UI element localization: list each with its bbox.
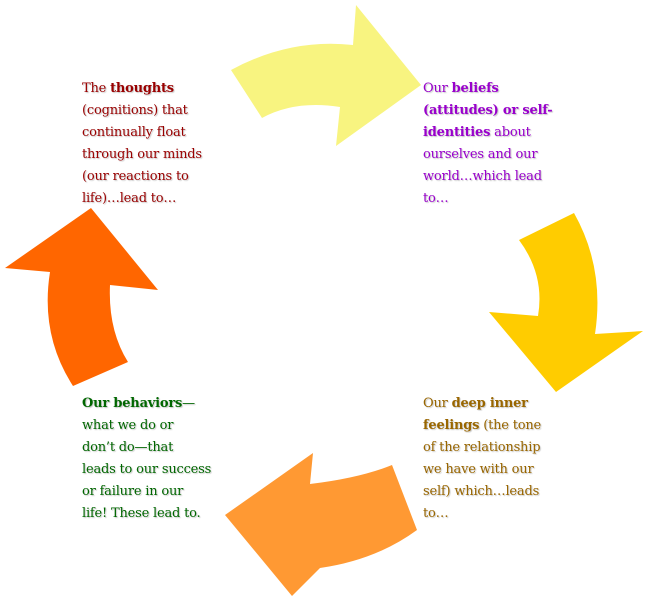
beliefs-text: ourselves and our [423, 147, 538, 162]
thoughts-line: life)…lead to… [82, 188, 202, 210]
thoughts-text: life)…lead to… [82, 191, 177, 206]
beliefs-line: (attitudes) or self- [423, 100, 553, 122]
behaviors-line: leads to our success [82, 459, 211, 481]
thoughts-note: The thoughts (cognitions) that continually… [82, 78, 202, 210]
behaviors-text: life! These lead to. [82, 506, 201, 521]
beliefs-emphasis: (attitudes) or self- [423, 103, 553, 118]
feelings-line: Our deep inner [423, 393, 541, 415]
behaviors-text: don’t do—that [82, 440, 174, 455]
beliefs-note: Our beliefs (attitudes) or self-identitie… [423, 78, 553, 210]
beliefs-line: to… [423, 188, 552, 210]
thoughts-line: The thoughts [82, 78, 202, 100]
arrow-right-icon [489, 213, 643, 392]
behaviors-line: don’t do—that [82, 437, 211, 459]
behaviors-line: or failure in our [82, 481, 211, 503]
feelings-emphasis: feelings [423, 418, 480, 433]
beliefs-text: Our [423, 81, 452, 96]
feelings-line: feelings (the tone [423, 415, 541, 437]
beliefs-line: Our beliefs [423, 78, 552, 100]
feelings-line: we have with our [423, 459, 541, 481]
beliefs-line: ourselves and our [423, 144, 552, 166]
feelings-text: (the tone [479, 418, 542, 433]
thoughts-line: (our reactions to [82, 166, 202, 188]
thoughts-line: continually float [82, 122, 202, 144]
thoughts-text: (our reactions to [82, 169, 189, 184]
feelings-text: Our [423, 396, 452, 411]
beliefs-emphasis: identities [423, 125, 491, 140]
feelings-text: self) which…leads [423, 484, 540, 499]
beliefs-emphasis: beliefs [451, 81, 499, 96]
beliefs-text: about [490, 125, 531, 140]
thoughts-text: continually float [82, 125, 186, 140]
arrow-bottom-icon [225, 453, 417, 596]
thoughts-text: The [82, 81, 111, 96]
thoughts-text: through our minds [82, 147, 202, 162]
arrow-top-icon [231, 5, 421, 146]
beliefs-text: to… [423, 191, 449, 206]
behaviors-line: life! These lead to. [82, 503, 211, 525]
feelings-line: self) which…leads [423, 481, 541, 503]
behaviors-text: or failure in our [82, 484, 184, 499]
behaviors-text: leads to our success [82, 462, 212, 477]
thoughts-line: (cognitions) that [82, 100, 202, 122]
feelings-line: to… [423, 503, 541, 525]
feelings-text: to… [423, 506, 449, 521]
behaviors-text: what we do or [82, 418, 174, 433]
thoughts-line: through our minds [82, 144, 202, 166]
feelings-emphasis: deep inner [451, 396, 528, 411]
behaviors-text: — [182, 396, 195, 411]
behaviors-note: Our behaviors— what we do or don’t do—that… [82, 393, 211, 525]
behaviors-emphasis: Our behaviors [82, 396, 183, 411]
thoughts-text: (cognitions) that [82, 103, 188, 118]
arrow-left-icon [5, 208, 158, 386]
feelings-text: we have with our [423, 462, 534, 477]
feelings-text: of the relationship [423, 440, 541, 455]
beliefs-text: world…which lead [423, 169, 542, 184]
thoughts-emphasis: thoughts [110, 81, 174, 96]
feelings-line: of the relationship [423, 437, 541, 459]
behaviors-line: what we do or [82, 415, 211, 437]
beliefs-line: identities about [423, 122, 552, 144]
beliefs-line: world…which lead [423, 166, 552, 188]
behaviors-line: Our behaviors— [82, 393, 211, 415]
